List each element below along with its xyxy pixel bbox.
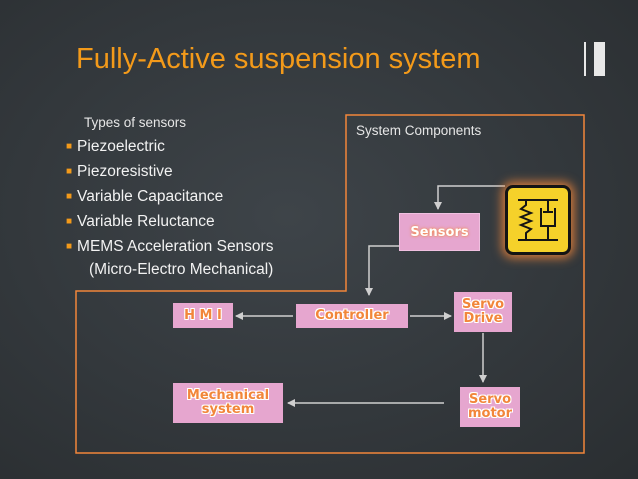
icon-to-sensors-connector	[434, 185, 505, 210]
bullet-icon: ■	[66, 241, 73, 252]
component-frame	[75, 114, 585, 454]
mechanical-label-line2: system	[201, 402, 255, 417]
controller-block-label: Controller	[315, 308, 389, 323]
list-item: ■ Variable Reluctance	[66, 212, 273, 237]
sensor-types-list: ■ Piezoelectric ■ Piezoresistive ■ Variable…	[66, 137, 273, 262]
controller-block: Controller	[296, 304, 408, 328]
sensors-to-controller-connector	[365, 245, 399, 296]
mechanical-system-block: Mechanical system	[173, 383, 283, 423]
sensors-block: Sensors	[399, 213, 480, 251]
sensor-type-label: Variable Capacitance	[77, 188, 224, 205]
sensor-type-label: Piezoresistive	[77, 163, 173, 180]
list-item: ■ MEMS Acceleration Sensors	[66, 237, 273, 262]
servo-motor-label-line1: Servo	[469, 392, 511, 407]
vertical-bars-icon-thick	[594, 42, 605, 76]
slide-title: Fully-Active suspension system	[76, 43, 481, 75]
sensor-type-label: Variable Reluctance	[77, 213, 215, 230]
sensor-type-label: MEMS Acceleration Sensors	[77, 238, 274, 255]
servo-drive-label-line2: Drive	[463, 311, 503, 326]
list-item: ■ Variable Capacitance	[66, 187, 273, 212]
mems-note: (Micro-Electro Mechanical)	[89, 261, 274, 278]
servo-motor-block: Servo motor	[460, 387, 520, 427]
system-components-label: System Components	[356, 123, 482, 138]
spring-damper-drawing	[518, 199, 558, 241]
servo-drive-label-line1: Servo	[462, 297, 504, 312]
bullet-icon: ■	[66, 166, 73, 177]
servo-drive-block: Servo Drive	[454, 292, 512, 332]
servo-motor-label-line2: motor	[467, 406, 513, 421]
vertical-bars-icon	[584, 42, 586, 76]
bullet-icon: ■	[66, 141, 73, 152]
sensor-type-label: Piezoelectric	[77, 138, 165, 155]
spring-damper-icon	[505, 185, 571, 255]
bullet-icon: ■	[66, 191, 73, 202]
bullet-icon: ■	[66, 216, 73, 227]
sensor-types-heading: Types of sensors	[84, 115, 187, 130]
hmi-block-label: H M I	[184, 307, 222, 323]
sensors-block-label: Sensors	[410, 224, 469, 240]
hmi-block: H M I	[173, 303, 233, 328]
mechanical-label-line1: Mechanical	[186, 388, 270, 403]
list-item: ■ Piezoresistive	[66, 162, 273, 187]
list-item: ■ Piezoelectric	[66, 137, 273, 162]
